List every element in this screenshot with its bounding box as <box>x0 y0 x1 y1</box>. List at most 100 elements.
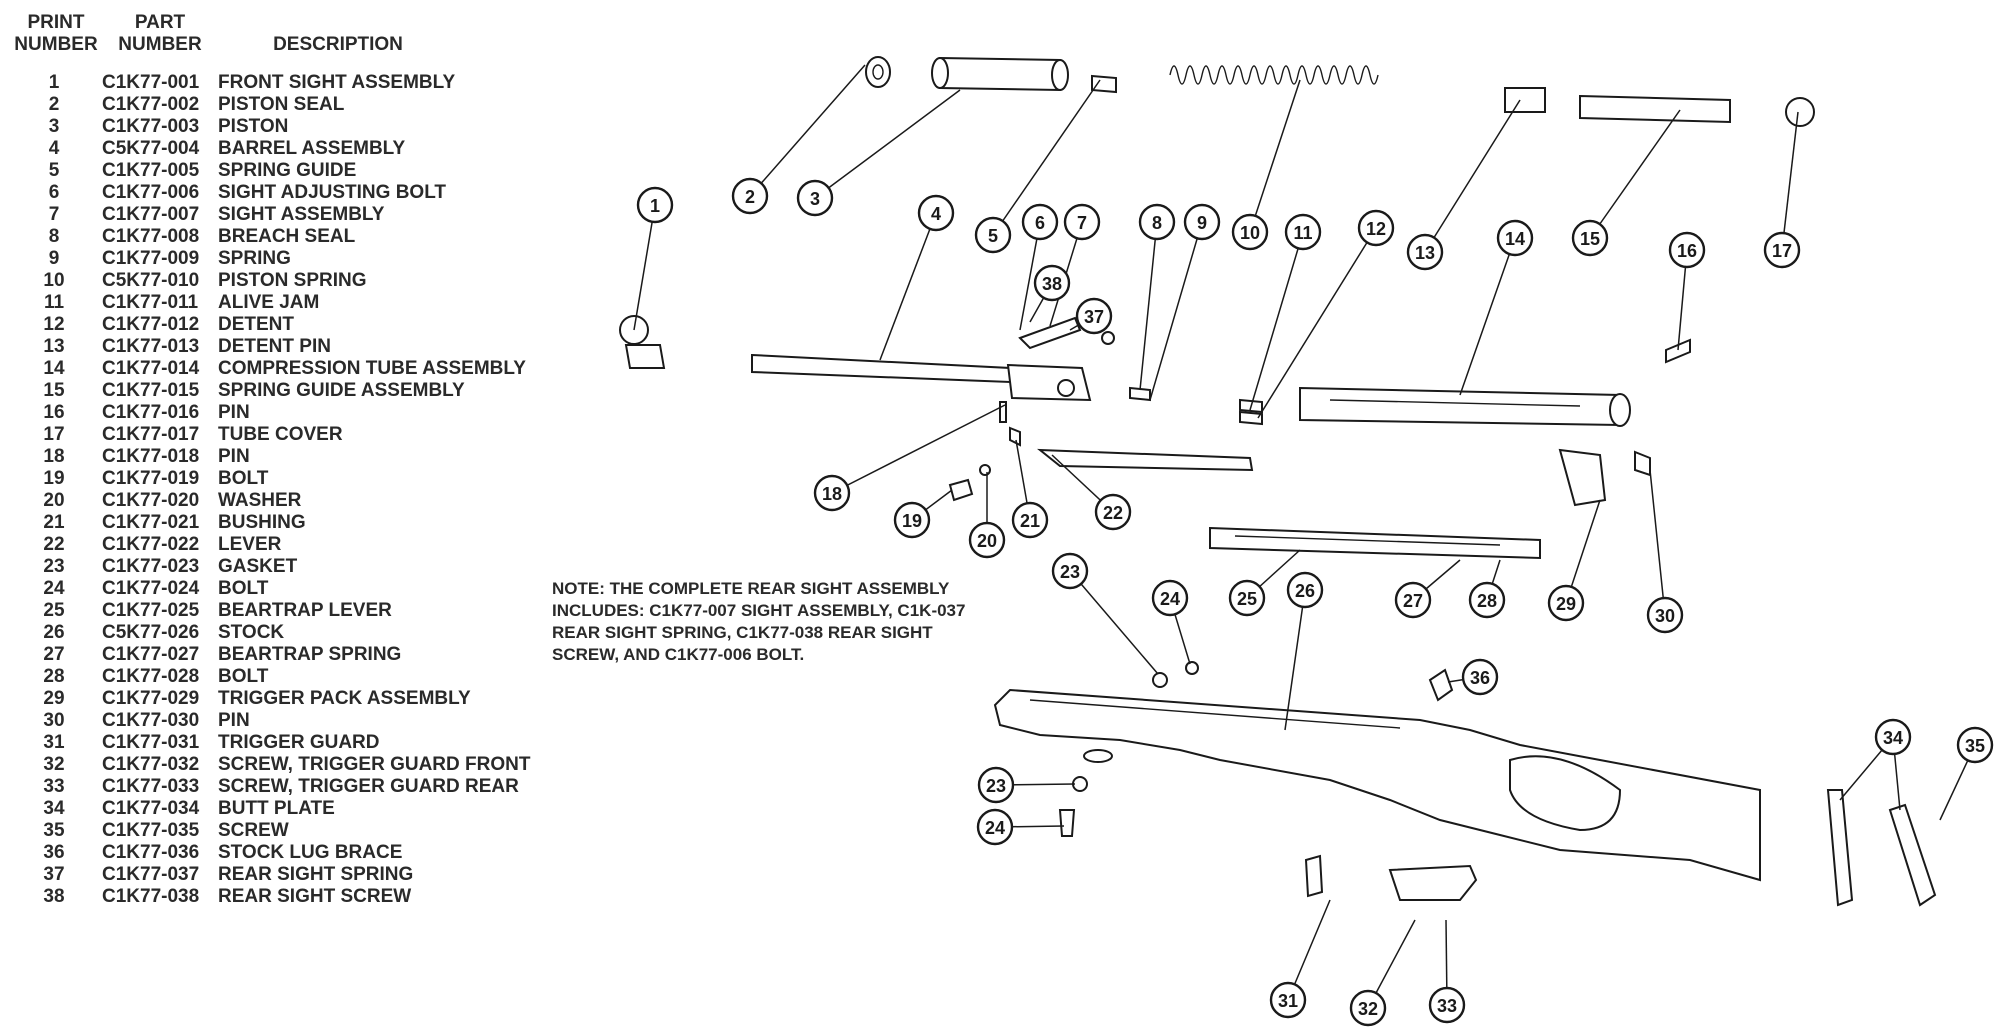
callout-circle <box>1011 501 1049 539</box>
piston-spring-shape <box>1169 65 1379 85</box>
part-number: C1K77-012 <box>102 314 200 335</box>
callout-label: 23 <box>1060 562 1080 582</box>
part-description: BOLT <box>218 578 269 599</box>
print-number: 28 <box>43 666 65 687</box>
print-number: 21 <box>43 512 65 533</box>
callout-circle <box>1151 579 1189 617</box>
rear-sight-shape <box>1018 316 1082 350</box>
print-number: 31 <box>43 732 65 753</box>
callout-circle <box>1183 203 1221 241</box>
part-number: C1K77-028 <box>102 666 200 687</box>
callout-circle <box>977 766 1015 804</box>
print-number: 11 <box>43 292 65 313</box>
print-number: 27 <box>43 644 65 665</box>
part-number: C1K77-038 <box>102 886 200 907</box>
part-number: C1K77-027 <box>102 644 200 665</box>
part-description: STOCK LUG BRACE <box>218 842 403 863</box>
part-number: C1K77-002 <box>102 94 200 115</box>
print-number: 29 <box>43 688 65 709</box>
print-number: 23 <box>43 556 65 577</box>
print-number: 8 <box>48 226 60 247</box>
part-number-header: PART NUMBER <box>112 12 208 56</box>
part-description: REAR SIGHT SPRING <box>218 864 414 885</box>
callout-24: 24 <box>1151 579 1189 617</box>
part-number: C1K77-029 <box>102 688 200 709</box>
part-number: C1K77-015 <box>102 380 200 401</box>
callout-5: 5 <box>974 216 1012 254</box>
callout-circle <box>731 177 769 215</box>
print-number: 2 <box>48 94 60 115</box>
stock-shape <box>993 688 1761 882</box>
breech-block-shape <box>1006 363 1092 402</box>
callout-label: 7 <box>1077 213 1087 233</box>
detent-shape <box>1239 410 1263 426</box>
print-number: 34 <box>43 798 65 819</box>
callout-circle <box>1571 219 1609 257</box>
part-description: SIGHT ADJUSTING BOLT <box>218 182 446 203</box>
callout-14: 14 <box>1496 219 1534 257</box>
part-description: LEVER <box>218 534 282 555</box>
part-number: C1K77-020 <box>102 490 200 511</box>
callout-circle <box>1094 493 1132 531</box>
callout-label: 38 <box>1042 274 1062 294</box>
part-description: PIN <box>218 710 250 731</box>
part-number: C1K77-006 <box>102 182 200 203</box>
callout-circle <box>974 216 1012 254</box>
callout-circle <box>1956 726 1994 764</box>
print-number: 30 <box>43 710 65 731</box>
callout-label: 35 <box>1965 736 1985 756</box>
callout-9: 9 <box>1183 203 1221 241</box>
callout-label: 11 <box>1293 223 1312 243</box>
callout-13: 13 <box>1406 233 1444 271</box>
callout-4: 4 <box>917 194 955 232</box>
part-number: C1K77-017 <box>102 424 200 445</box>
callout-label: 13 <box>1415 243 1435 263</box>
callout-18: 18 <box>813 474 851 512</box>
print-number: 32 <box>43 754 65 775</box>
print-number: 1 <box>48 72 60 93</box>
callout-circle <box>1496 219 1534 257</box>
spring-guide-assembly-shape <box>1579 94 1731 124</box>
callout-24: 24 <box>976 808 1014 846</box>
callout-34: 34 <box>1874 718 1912 756</box>
callout-8: 8 <box>1138 203 1176 241</box>
callout-3: 3 <box>796 179 834 217</box>
callout-circle <box>1406 233 1444 271</box>
callout-circle <box>1231 213 1269 251</box>
callout-circle <box>1763 231 1801 269</box>
callout-label: 3 <box>810 189 820 209</box>
callout-7: 7 <box>1063 203 1101 241</box>
callout-label: 22 <box>1103 503 1123 523</box>
part-description: GASKET <box>218 556 298 577</box>
part-number: C1K77-011 <box>102 292 199 313</box>
part-number: C1K77-036 <box>102 842 200 863</box>
callout-25: 25 <box>1228 579 1266 617</box>
part-number: C1K77-023 <box>102 556 200 577</box>
print-number: 9 <box>48 248 60 269</box>
part-number: C1K77-031 <box>102 732 200 753</box>
callout-11: 11 <box>1284 213 1322 251</box>
callout-label: 28 <box>1477 591 1497 611</box>
print-number: 3 <box>48 116 60 137</box>
callout-circle <box>1033 264 1071 302</box>
callout-circle <box>1394 581 1432 619</box>
callout-circle <box>1051 552 1089 590</box>
beartrap-lever-shape <box>1209 526 1541 560</box>
rear-sight-note: NOTE: THE COMPLETE REAR SIGHT ASSEMBLY I… <box>552 578 982 666</box>
part-number: C1K77-018 <box>102 446 200 467</box>
callout-circle <box>1357 209 1395 247</box>
print-number: 33 <box>43 776 65 797</box>
callout-label: 9 <box>1197 213 1207 233</box>
stock-lug-brace-shape <box>1428 668 1454 702</box>
callout-19: 19 <box>893 501 931 539</box>
callout-circle <box>1269 981 1307 1019</box>
print-number: 37 <box>43 864 65 885</box>
piston-shape <box>939 56 1061 92</box>
part-description: SPRING GUIDE <box>218 160 357 181</box>
part-number: C5K77-026 <box>102 622 200 643</box>
part-description: PISTON SPRING <box>218 270 367 291</box>
callout-circle <box>1547 584 1585 622</box>
callout-circle <box>1138 203 1176 241</box>
piston-seal-shape <box>865 56 891 88</box>
callout-circle <box>1428 986 1466 1024</box>
